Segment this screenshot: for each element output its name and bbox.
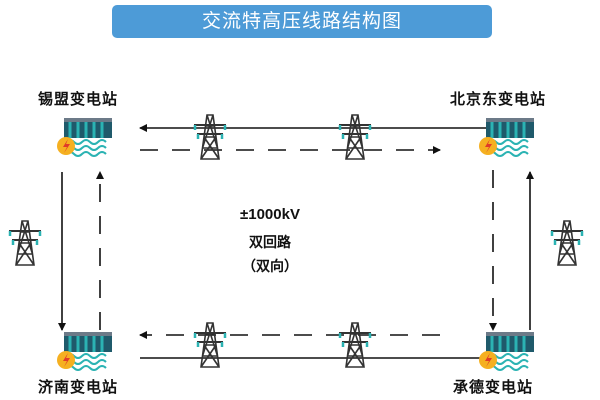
- substation-icon: [55, 116, 114, 158]
- transmission-tower-icon: [337, 321, 373, 369]
- transmission-tower-icon: [337, 113, 373, 161]
- circuit-label: 双回路: [249, 235, 291, 251]
- transmission-tower-icon: [7, 219, 43, 267]
- station-label-chengde: 承德变电站: [453, 378, 534, 396]
- direction-label: （双向）: [242, 259, 298, 275]
- station-label-ximeng: 锡盟变电站: [38, 90, 119, 108]
- substation-icon: [477, 330, 536, 372]
- transmission-tower-icon: [192, 321, 228, 369]
- transmission-tower-icon: [192, 113, 228, 161]
- station-label-beijing-east: 北京东变电站: [450, 90, 547, 108]
- voltage-label: ±1000kV: [240, 206, 300, 223]
- substation-icon: [477, 116, 536, 158]
- substation-icon: [55, 330, 114, 372]
- transmission-tower-icon: [549, 219, 585, 267]
- diagram-title: 交流特高压线路结构图: [112, 5, 492, 38]
- station-label-jinan: 济南变电站: [38, 378, 119, 396]
